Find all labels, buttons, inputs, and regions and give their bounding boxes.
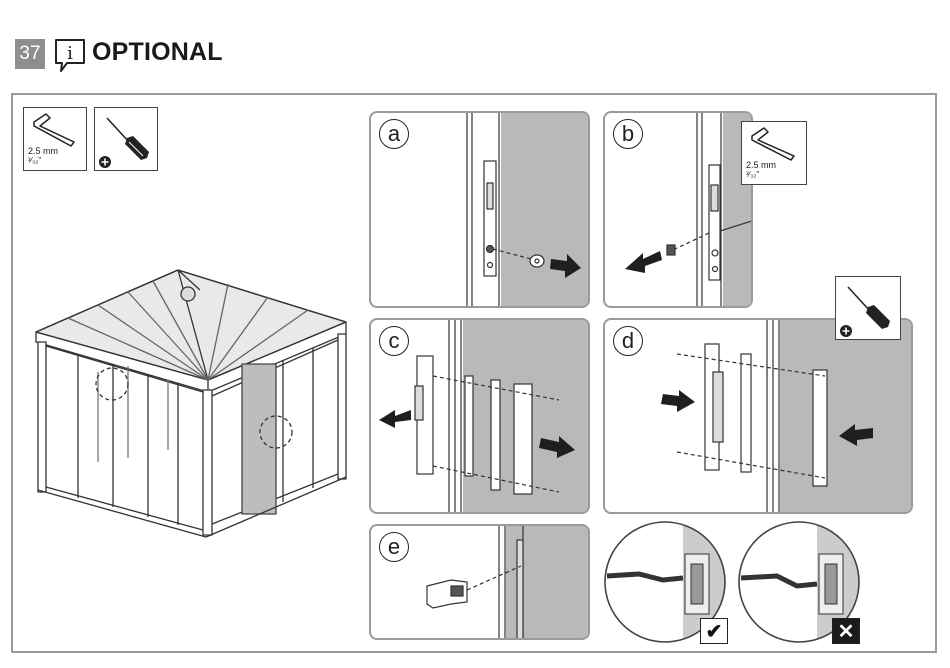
- hex-key-icon: [742, 122, 806, 162]
- screwdriver-tool-box: [94, 107, 158, 171]
- callout-size-mm: 2.5 mm: [746, 160, 776, 170]
- plus-badge-icon: [98, 155, 112, 169]
- hex-key-tool-box: 2.5 mm ³⁄₃₂": [23, 107, 87, 171]
- incorrect-x-mark: ✕: [832, 618, 860, 644]
- panel-b: b: [603, 111, 753, 308]
- callout-size-in: ³⁄₃₂": [746, 170, 759, 180]
- gazebo-illustration: [28, 262, 356, 540]
- hex-key-size-mm: 2.5 mm: [28, 146, 58, 156]
- info-icon: i: [53, 37, 87, 80]
- panel-b-hex-key-callout: 2.5 mm ³⁄₃₂": [741, 121, 807, 185]
- panel-a-letter: a: [379, 119, 409, 149]
- correct-check-mark: ✔: [700, 618, 728, 644]
- panel-d-screwdriver-callout: [835, 276, 901, 340]
- plus-badge-icon: [839, 324, 853, 338]
- panel-e-letter: e: [379, 532, 409, 562]
- hex-key-size-in: ³⁄₃₂": [28, 156, 41, 166]
- panel-d-illustration: [605, 320, 913, 514]
- panel-c: c: [369, 318, 590, 514]
- info-glyph: i: [67, 43, 73, 64]
- panel-b-letter: b: [613, 119, 643, 149]
- panel-e: e: [369, 524, 590, 640]
- panel-d-letter: d: [613, 326, 643, 356]
- panel-d: d: [603, 318, 913, 514]
- panel-a: a: [369, 111, 590, 308]
- panel-c-letter: c: [379, 326, 409, 356]
- hex-key-icon: [24, 108, 88, 148]
- page-title: OPTIONAL: [92, 38, 223, 67]
- step-number-badge: 37: [15, 39, 45, 69]
